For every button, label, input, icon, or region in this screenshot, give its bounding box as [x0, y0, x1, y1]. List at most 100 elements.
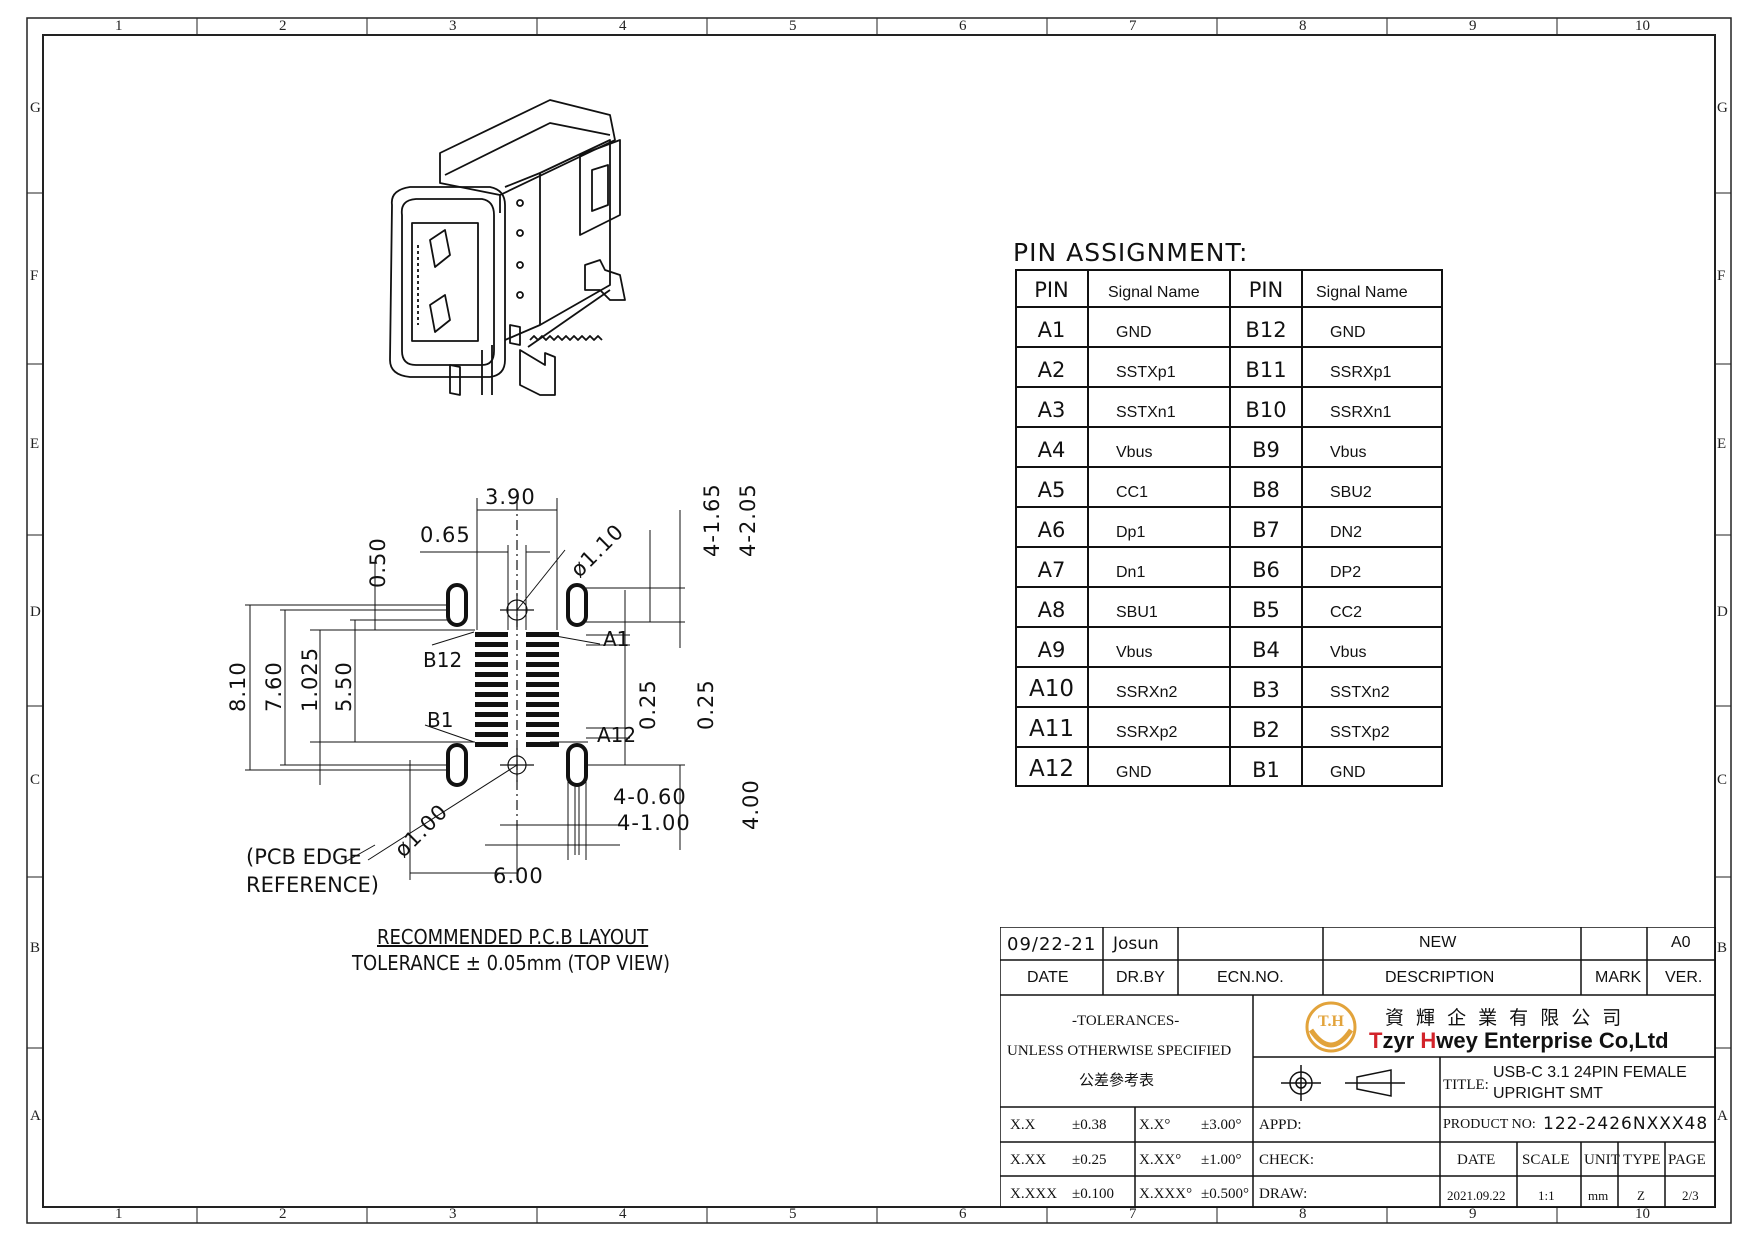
- signal-b-cell: SSTXp2: [1330, 724, 1390, 741]
- zone-left-f: F: [30, 268, 39, 284]
- zone-left-e: E: [30, 436, 40, 452]
- zone-top-7: 7: [1129, 18, 1137, 34]
- revision-drawn-by: Josun: [1113, 934, 1159, 954]
- zone-bottom-6: 6: [959, 1206, 967, 1222]
- signal-b-cell: GND: [1330, 324, 1366, 341]
- meta-value-date: 2021.09.22: [1447, 1188, 1506, 1203]
- appd-label: APPD:: [1259, 1117, 1302, 1133]
- signal-b-cell: DP2: [1330, 564, 1362, 581]
- dim-6-00: 6.00: [493, 864, 544, 888]
- title-line-1: USB-C 3.1 24PIN FEMALE: [1493, 1064, 1687, 1081]
- layout-label-a12: A12: [597, 723, 637, 747]
- pin-b-cell: B11: [1245, 358, 1287, 382]
- pin-a-cell: A5: [1037, 478, 1066, 502]
- meta-value-unit: mm: [1588, 1188, 1609, 1203]
- tol-row2-col2: ±0.25: [1072, 1152, 1107, 1168]
- dim-4-1-00: 4-1.00: [617, 811, 691, 835]
- company-name: Tzyr Hwey Enterprise Co,Ltd: [1369, 1028, 1669, 1054]
- zone-bottom-7: 7: [1129, 1206, 1137, 1222]
- header-signal-b: Signal Name: [1316, 284, 1408, 301]
- table-row: A6 Dp1 B7 DN2: [1015, 507, 1443, 547]
- tol-row2-col1: X.XX: [1010, 1152, 1047, 1168]
- layout-label-a1: A1: [603, 627, 630, 651]
- company-logo-text: T.H: [1318, 1013, 1344, 1030]
- dim-0-25-a: 0.25: [636, 679, 660, 730]
- signal-b-cell: GND: [1330, 764, 1366, 781]
- pin-b-cell: B10: [1245, 398, 1287, 422]
- table-row: A4 Vbus B9 Vbus: [1015, 427, 1443, 467]
- pcb-layout-drawing: [245, 498, 685, 880]
- signal-b-cell: Vbus: [1330, 444, 1367, 461]
- tol-row1-col4: ±3.00°: [1201, 1117, 1242, 1133]
- signal-a-cell: SSRXp2: [1116, 724, 1178, 741]
- meta-header-unit: UNIT: [1584, 1152, 1620, 1168]
- table-row: A8 SBU1 B5 CC2: [1015, 587, 1443, 627]
- check-label: CHECK:: [1259, 1152, 1315, 1168]
- zone-left-a: A: [30, 1108, 41, 1124]
- pin-b-cell: B12: [1245, 318, 1287, 342]
- signal-a-cell: Vbus: [1116, 644, 1153, 661]
- dim-0-25-b: 0.25: [694, 679, 718, 730]
- pin-assignment-table: PIN Signal Name PIN Signal Name A1 GND B…: [1015, 269, 1443, 787]
- table-row: A1 GND B12 GND: [1015, 307, 1443, 347]
- signal-b-cell: SBU2: [1330, 484, 1372, 501]
- signal-a-cell: GND: [1116, 324, 1152, 341]
- signal-b-cell: SSRXp1: [1330, 364, 1392, 381]
- signal-b-cell: DN2: [1330, 524, 1363, 541]
- zone-right-d: D: [1717, 604, 1728, 620]
- header-drby: DR.BY: [1116, 969, 1165, 986]
- zone-right-c: C: [1717, 772, 1728, 788]
- meta-header-page: PAGE: [1668, 1152, 1706, 1168]
- zone-top-4: 4: [619, 18, 627, 34]
- meta-value-page: 2/3: [1682, 1188, 1699, 1203]
- company-name-h: H: [1420, 1028, 1437, 1053]
- table-row: A10 SSRXn2 B3 SSTXn2: [1015, 667, 1443, 707]
- pin-b-cell: B1: [1252, 758, 1280, 782]
- dim-4-1-65: 4-1.65: [700, 483, 724, 557]
- pin-a-cell: A8: [1037, 598, 1066, 622]
- table-row: A12 GND B1 GND: [1015, 747, 1443, 787]
- pin-a-cell: A11: [1028, 716, 1074, 742]
- company-chinese-name: 資 輝 企 業 有 限 公 司: [1385, 1007, 1625, 1029]
- tolerances-chinese: 公差參考表: [1079, 1071, 1155, 1089]
- zone-bottom-8: 8: [1299, 1206, 1307, 1222]
- header-description: DESCRIPTION: [1385, 969, 1495, 986]
- pin-b-cell: B2: [1252, 718, 1280, 742]
- meta-value-type: Z: [1637, 1188, 1645, 1203]
- product-no-value: 122-2426NXXX48: [1543, 1114, 1709, 1134]
- pin-assignment-title: PIN ASSIGNMENT:: [1013, 238, 1249, 267]
- signal-b-cell: CC2: [1330, 604, 1363, 621]
- signal-a-cell: SSTXn1: [1116, 404, 1176, 421]
- pin-a-cell: A12: [1028, 756, 1074, 782]
- pin-b-cell: B6: [1252, 558, 1280, 582]
- company-name-t: T: [1369, 1028, 1383, 1053]
- zone-left-b: B: [30, 940, 41, 956]
- zone-right-f: F: [1717, 268, 1726, 284]
- tol-row2-col4: ±1.00°: [1201, 1152, 1242, 1168]
- zone-bottom-10: 10: [1635, 1206, 1650, 1222]
- tol-row3-col4: ±0.500°: [1201, 1186, 1249, 1202]
- company-name-part2: wey Enterprise Co,Ltd: [1436, 1028, 1669, 1053]
- pcb-edge-reference-line1: (PCB EDGE: [246, 845, 362, 869]
- zone-top-8: 8: [1299, 18, 1307, 34]
- pin-a-cell: A7: [1037, 558, 1066, 582]
- signal-b-cell: Vbus: [1330, 644, 1367, 661]
- draw-label: DRAW:: [1259, 1186, 1308, 1202]
- layout-label-b12: B12: [423, 648, 463, 672]
- zone-left-c: C: [30, 772, 41, 788]
- revision-version: A0: [1671, 934, 1691, 951]
- pin-b-cell: B9: [1252, 438, 1280, 462]
- pcb-edge-reference-line2: REFERENCE): [246, 873, 379, 897]
- zone-top-6: 6: [959, 18, 967, 34]
- signal-a-cell: GND: [1116, 764, 1152, 781]
- tol-row3-col1: X.XXX: [1010, 1186, 1058, 1202]
- table-row: A9 Vbus B4 Vbus: [1015, 627, 1443, 667]
- zone-top-5: 5: [789, 18, 797, 34]
- tol-row1-col2: ±0.38: [1072, 1117, 1107, 1133]
- zone-bottom-3: 3: [449, 1206, 457, 1222]
- signal-a-cell: Dp1: [1116, 524, 1146, 541]
- layout-title: RECOMMENDED P.C.B LAYOUT: [377, 925, 649, 949]
- dim-4-00: 4.00: [739, 779, 763, 830]
- pin-b-cell: B8: [1252, 478, 1280, 502]
- pin-b-cell: B3: [1252, 678, 1280, 702]
